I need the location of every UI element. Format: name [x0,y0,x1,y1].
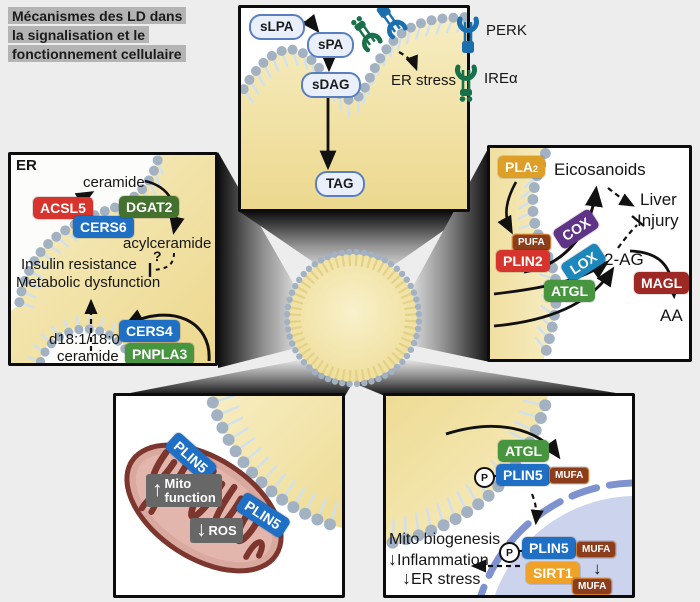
acylceramide-label: acylceramide [123,235,212,252]
pla2-text: PLA [505,159,533,175]
down-arrow-inflammation: ↓ [388,549,397,569]
ros-box: ↓ ROS [190,518,243,543]
node-sdag: sDAG [301,72,361,98]
er-stress-effect-label: ↓ER stress [402,568,480,589]
plin5-badge-cyto: PLIN5 [496,464,550,486]
irea-legend-label: IREα [484,70,518,87]
arrow-pla2-to-pufa [497,181,518,235]
cers4-badge: CERS4 [119,320,180,342]
arrow-over-cers4-pnpla3 [123,309,211,362]
title-line-1: Mécanismes des LD dans [8,7,187,24]
title-line-3: fonctionnement cellulaire [8,45,186,62]
down-arrow-mufa: ↓ [593,559,602,578]
panel-nucleus-signaling: ATGL PLIN5 MUFA P P PLIN5 MUFA SIRT1 ↓ M… [383,393,635,598]
perk-receptor-icon [376,8,408,40]
node-spa: sPA [307,32,355,58]
top-panel-graphics [241,8,467,209]
atgl-badge-nucleus-panel: ATGL [498,440,550,462]
ceramide-species-label: d18:1/18:0 [49,331,120,348]
er-compartment-label: ER [16,157,37,174]
plin5-badge-nuclear: PLIN5 [522,537,576,559]
dashed-inhibition-2ag-liver [617,224,638,249]
injury-label: Injury [637,211,679,230]
er-stress-text: ER stress [411,571,481,588]
insulin-resistance-label: Insulin resistance [21,256,137,273]
liver-label: Liver [640,190,677,209]
perk-legend-icon [457,16,479,53]
question-mark-label: ? [153,248,162,264]
plin2-badge: PLIN2 [496,250,550,272]
ceramide-species-label-2: ceramide [57,348,119,365]
perk-legend-label: PERK [486,22,527,39]
mito-function-line1: Mito [164,476,192,491]
arrow-receptors-to-er-stress [398,51,418,72]
dashed-inhibition-path [152,252,175,271]
central-lipid-droplet [283,248,423,388]
mito-function-box: ↑ Mito function [146,474,222,508]
phospho-circle-cyto: P [474,467,495,488]
inhibition-bar-liver [631,215,645,227]
acsl5-badge: ACSL5 [33,197,93,219]
panel-lipolysis-er-stress: sLPA sPA sDAG TAG ER stress [238,5,470,212]
mufa-badge-sirt1: MUFA [572,578,613,595]
figure-title: Mécanismes des LD dans la signalisation … [8,7,187,64]
er-stress-label: ER stress [391,72,457,89]
mufa-badge-nuclear: MUFA [576,541,617,558]
pla2-subscript: 2 [533,164,539,174]
node-slpa: sLPA [249,14,305,40]
mufa-badge-cyto: MUFA [549,467,590,484]
arrow-atgl-release [445,424,561,460]
2ag-label: 2-AG [604,250,644,269]
pufa-badge: PUFA [512,234,551,251]
title-line-2: la signalisation et le [8,26,150,43]
ceramide-label: ceramide [83,174,145,191]
ros-label: ROS [208,522,237,538]
irea-legend-icon [455,64,477,102]
magl-badge: MAGL [634,272,689,294]
dashed-arrow-eicosanoids-to-liver [607,187,635,207]
irea-receptor-icon [351,16,383,53]
down-arrow-er-stress: ↓ [402,568,411,588]
up-arrow-icon: ↑ [152,478,163,502]
arrow-atgl-lower [493,266,615,328]
dgat2-badge: DGAT2 [119,196,180,218]
phospho-circle-nuclear: P [499,542,520,563]
panel-mitochondria: PLIN5 PLIN5 ↑ Mito function ↓ ROS [113,393,345,598]
node-tag: TAG [315,171,365,197]
sirt1-badge: SIRT1 [526,562,580,584]
down-arrow-icon: ↓ [196,518,207,541]
metabolic-dysfunction-label: Metabolic dysfunction [16,274,161,291]
panel-er-ceramide: ER ceramide ACSL5 CERS6 DGAT2 acylcerami… [8,152,218,366]
eicosanoids-label: Eicosanoids [554,160,646,179]
inflammation-text: Inflammation [397,552,489,569]
inflammation-label: ↓Inflammation [388,549,489,570]
cers6-badge: CERS6 [73,216,134,238]
er-panel-graphics [11,155,215,363]
mito-biogenesis-label: Mito biogenesis [389,531,501,548]
pnpla3-badge: PNPLA3 [125,343,195,363]
atgl-badge: ATGL [544,280,596,302]
dashed-arrow-plin5-to-nucleus [530,493,544,526]
mito-function-line2: function [164,489,216,505]
aa-label: AA [660,306,683,325]
